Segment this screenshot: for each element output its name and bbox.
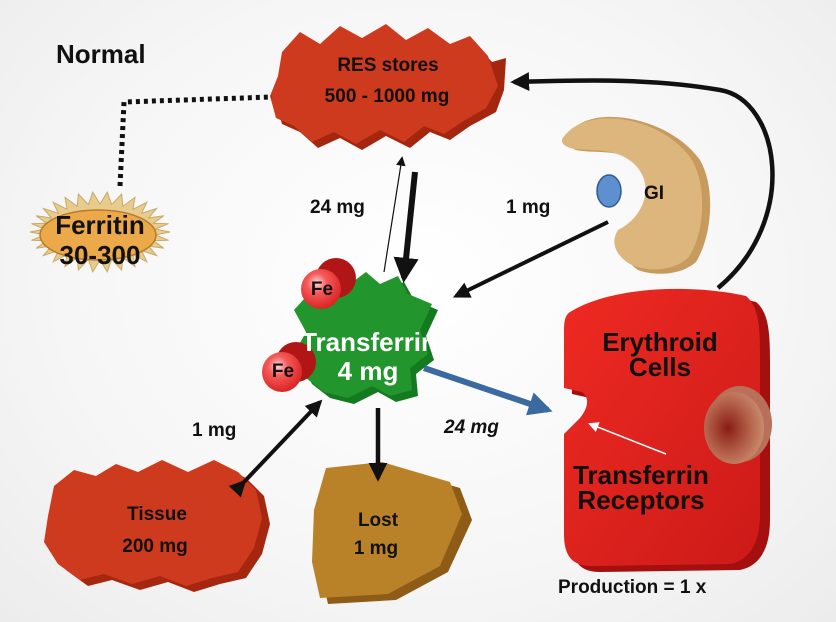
tissue-amount: 200 mg <box>122 536 188 557</box>
lost-amount: 1 mg <box>353 538 399 559</box>
transferrin-to-erythroid-arrow <box>423 365 553 416</box>
fe-sphere-top <box>301 269 341 309</box>
gi-label: GI <box>644 183 665 204</box>
recycle-arrow <box>510 72 775 290</box>
res-to-transferrin-arrow <box>393 171 419 284</box>
lost-label: Lost <box>357 510 399 531</box>
ferritin-shape <box>29 191 171 273</box>
tissue-label: Tissue <box>127 504 187 525</box>
gi-absorption-flow-label: 1 mg <box>506 197 551 218</box>
tissue-exchange-flow-label: 1 mg <box>192 420 237 441</box>
transferrin-label: Transferrin <box>301 327 437 357</box>
ferritin-res-dotted-link <box>117 94 273 187</box>
erythroid-label-line2: Cells <box>628 352 692 382</box>
fe-label-bottom: Fe <box>271 361 295 382</box>
receptor-pointer-arrow <box>588 422 667 455</box>
res-stores-shape <box>270 24 506 150</box>
transferrin-to-res-arrow <box>383 156 406 273</box>
ferritin-range: 30-300 <box>59 240 141 270</box>
production-label: Production = 1 x <box>558 577 707 598</box>
gi-lumen-dot <box>596 174 622 208</box>
erythroid-label-line1: Erythroid <box>602 327 718 357</box>
nucleus-icon <box>704 392 764 464</box>
receptors-label-line2: Receptors <box>577 485 705 515</box>
tissue-shape <box>44 460 270 592</box>
erythroid-cell-shape <box>564 288 772 572</box>
ferritin-label: Ferritin <box>55 210 145 240</box>
erythroid-flow-label: 24 mg <box>444 417 499 438</box>
res-stores-amount: 500 - 1000 mg <box>324 86 450 107</box>
gi-shape <box>561 116 711 274</box>
receptors-label-line1: Transferrin <box>573 460 709 490</box>
res-transferrin-flow-label: 24 mg <box>310 197 365 218</box>
res-stores-label: RES stores <box>337 55 439 76</box>
transferrin-amount: 4 mg <box>337 356 399 386</box>
fe-label-top: Fe <box>310 279 334 300</box>
lost-shape <box>312 462 472 604</box>
fe-sphere-bottom <box>262 352 302 392</box>
gi-to-transferrin-arrow <box>452 220 609 298</box>
diagram-title: Normal <box>56 39 146 69</box>
tissue-transferrin-arrow <box>228 399 323 498</box>
